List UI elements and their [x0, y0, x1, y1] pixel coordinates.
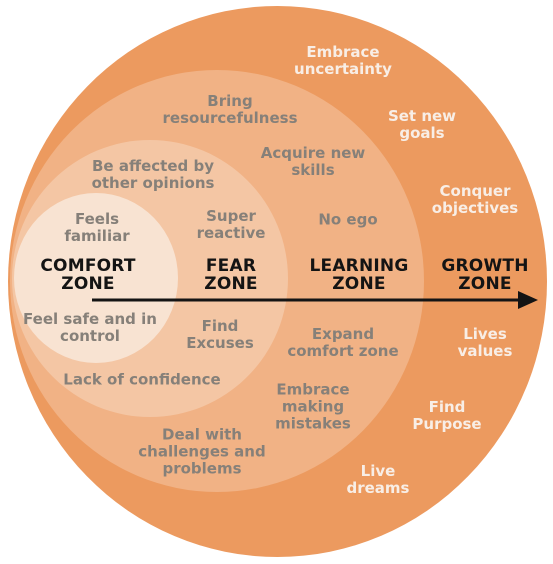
bring-resourcefulness-label: Bring resourcefulness: [162, 92, 298, 127]
deal-challenges-label: Deal with challenges and problems: [138, 425, 266, 478]
find-purpose-label: Find Purpose: [412, 398, 482, 433]
embrace-uncertainty-label: Embrace uncertainty: [294, 43, 392, 78]
live-dreams-label: Live dreams: [346, 462, 410, 497]
expand-comfort-label: Expand comfort zone: [287, 325, 399, 360]
lives-values-label: Lives values: [457, 325, 513, 360]
learning-zone-title: LEARNING ZONE: [309, 256, 409, 294]
affected-opinions-label: Be affected by other opinions: [91, 157, 215, 192]
super-reactive-label: Super reactive: [196, 207, 266, 242]
lack-confidence-label: Lack of confidence: [63, 370, 221, 389]
comfort-zone-circle: [14, 193, 178, 363]
comfort-zone-title: COMFORT ZONE: [40, 256, 136, 294]
fear-zone-title: FEAR ZONE: [204, 256, 258, 294]
embrace-mistakes-label: Embrace making mistakes: [275, 380, 351, 433]
find-excuses-label: Find Excuses: [186, 317, 254, 352]
feel-safe-label: Feel safe and in control: [23, 310, 157, 345]
set-goals-label: Set new goals: [387, 107, 457, 142]
acquire-skills-label: Acquire new skills: [260, 144, 366, 179]
feels-familiar-label: Feels familiar: [64, 210, 130, 245]
no-ego-label: No ego: [318, 210, 378, 229]
growth-zone-title: GROWTH ZONE: [441, 256, 529, 294]
conquer-objectives-label: Conquer objectives: [431, 182, 519, 217]
